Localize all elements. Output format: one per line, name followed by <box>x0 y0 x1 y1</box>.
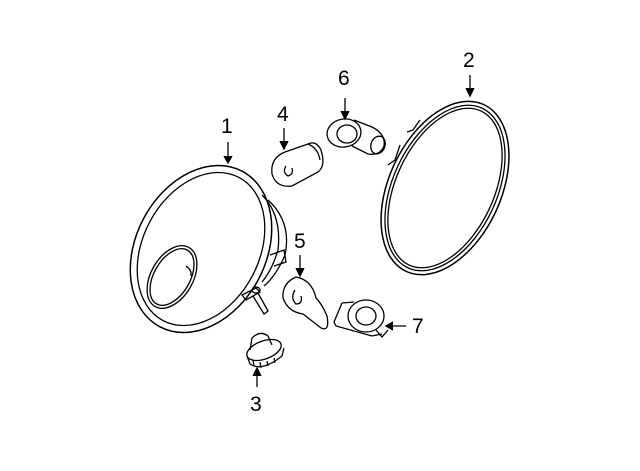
callout-3: 3 <box>250 393 262 416</box>
adjuster-knob[interactable] <box>244 332 285 369</box>
bulb-socket-6[interactable] <box>325 116 388 156</box>
headlamp-housing[interactable] <box>102 141 299 357</box>
callout-5: 5 <box>294 230 306 253</box>
callout-6: 6 <box>338 67 350 90</box>
callout-7: 7 <box>412 315 424 338</box>
bulb-4[interactable] <box>271 142 324 187</box>
seal-ring[interactable] <box>355 81 534 295</box>
bulb-socket-7[interactable] <box>333 299 389 338</box>
bulb-5[interactable] <box>282 276 329 330</box>
callout-1: 1 <box>221 115 233 138</box>
callout-2: 2 <box>463 49 475 72</box>
callout-4: 4 <box>277 103 289 126</box>
